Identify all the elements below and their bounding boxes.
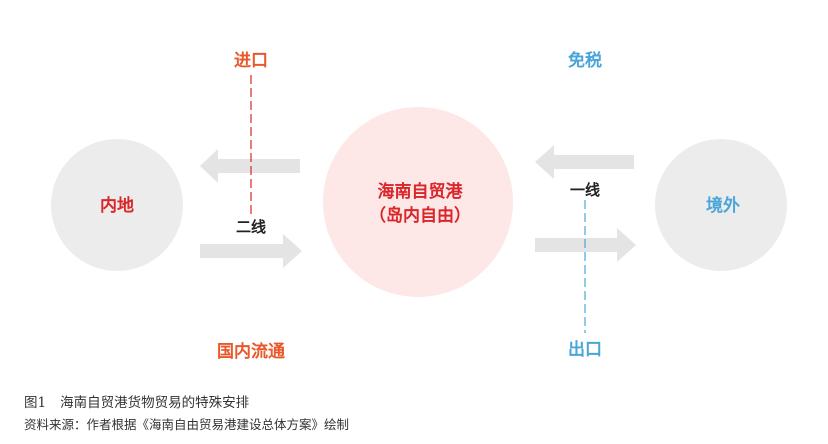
overseas-label: 境外 — [706, 195, 740, 216]
figure-number: 图1 — [24, 395, 47, 411]
figure-caption: 图1 海南自贸港货物贸易的特殊安排 — [24, 391, 249, 411]
hainan-label-line1: 海南自贸港 — [378, 181, 464, 202]
export-label: 出口 — [568, 339, 602, 360]
mainland-circle — [51, 139, 183, 271]
hainan-circle — [323, 107, 513, 297]
tax-free-label: 免税 — [568, 50, 602, 71]
second-line-label: 二线 — [236, 218, 266, 236]
domestic-circulation-label: 国内流通 — [217, 341, 285, 362]
import-label: 进口 — [234, 51, 268, 71]
arrow-from-overseas — [535, 145, 634, 179]
arrow-to-mainland — [200, 149, 300, 183]
figure-source: 资料来源：作者根据《海南自由贸易港建设总体方案》绘制 — [24, 417, 350, 432]
arrow-to-hainan — [200, 234, 302, 268]
hainan-label-line2: （岛内自由） — [369, 205, 471, 226]
first-line-label: 一线 — [570, 181, 600, 199]
overseas-circle — [655, 139, 787, 271]
mainland-label: 内地 — [100, 195, 134, 216]
figure-title: 海南自贸港货物贸易的特殊安排 — [60, 395, 250, 411]
